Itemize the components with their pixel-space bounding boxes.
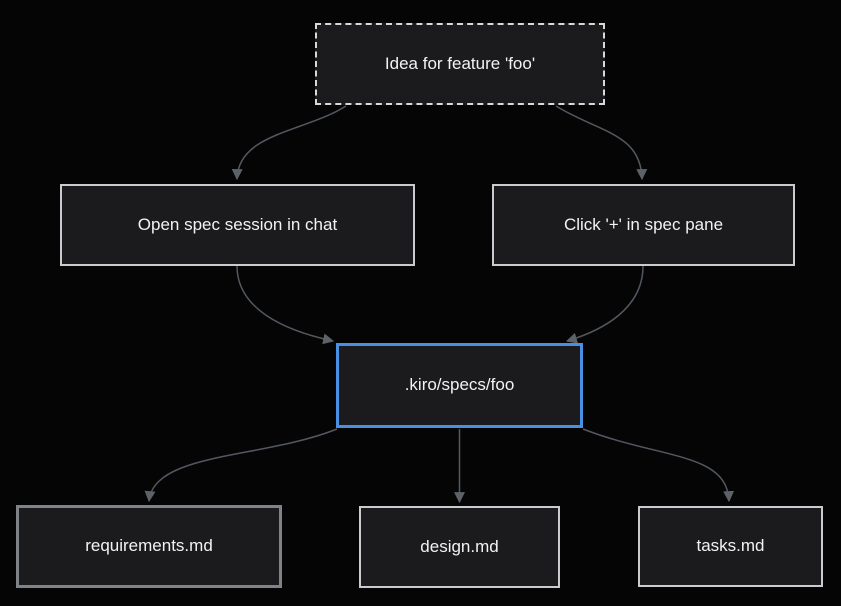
edge-kiro-to-requirements [144, 428, 338, 503]
node-design-md: design.md [359, 506, 560, 588]
node-kiro-specs-foo: .kiro/specs/foo [336, 343, 583, 428]
node-req-label: requirements.md [85, 536, 213, 556]
edge-plus-to-kiro [565, 265, 644, 344]
node-plus-label: Click '+' in spec pane [563, 214, 724, 234]
node-tasks-md: tasks.md [638, 506, 823, 587]
node-click-plus-spec-pane: Click '+' in spec pane [492, 184, 795, 266]
node-open-spec-session: Open spec session in chat [60, 184, 415, 266]
node-requirements-md: requirements.md [16, 505, 282, 588]
edge-idea-to-plus [555, 105, 648, 181]
node-chat-label: Open spec session in chat [137, 214, 338, 234]
node-idea-label: Idea for feature 'foo' [384, 53, 536, 73]
node-tasks-label: tasks.md [696, 536, 765, 556]
edge-idea-to-chat [231, 105, 347, 181]
node-design-label: design.md [420, 536, 499, 556]
node-kiro-label: .kiro/specs/foo [404, 375, 515, 395]
edge-chat-to-kiro [236, 265, 335, 345]
node-idea-for-feature: Idea for feature 'foo' [315, 23, 605, 105]
edge-kiro-to-tasks [582, 428, 735, 503]
